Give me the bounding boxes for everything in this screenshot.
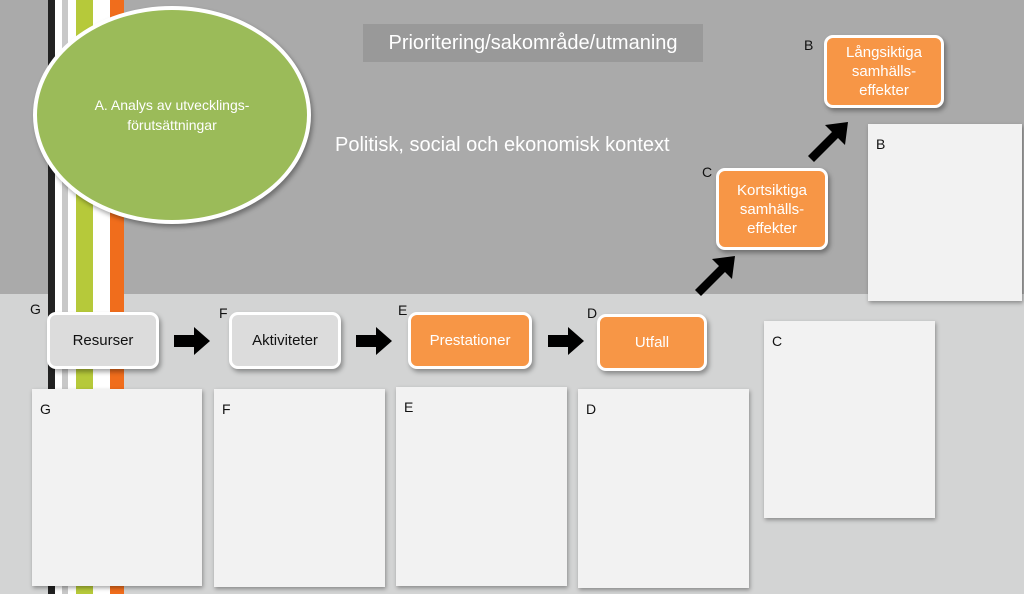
analysis-label: A. Analys av utvecklings-förutsättningar: [94, 97, 250, 133]
arrow-right-icon: [548, 327, 584, 355]
panel-b: B: [868, 124, 1022, 301]
stripe-white-2: [68, 0, 76, 594]
stripe-gray: [62, 0, 68, 594]
panel-f-label: F: [222, 401, 231, 417]
node-utfall: Utfall: [597, 314, 707, 371]
node-letter-e: E: [398, 302, 408, 318]
panel-g: G: [32, 389, 202, 586]
panel-d-label: D: [586, 401, 597, 417]
arrow-right-icon: [356, 327, 392, 355]
panel-d: D: [578, 389, 749, 588]
node-letter-d: D: [587, 305, 598, 321]
context-label: Politisk, social och ekonomisk kontext: [335, 134, 670, 156]
node-prestationer: Prestationer: [408, 312, 532, 369]
stripe-white-1: [55, 0, 62, 594]
arrow-diagonal-icon: [695, 256, 735, 296]
node-letter-g: G: [30, 301, 41, 317]
panel-f: F: [214, 389, 385, 587]
node-kortsiktiga-label: Kortsiktiga samhälls-effekter: [736, 181, 808, 237]
node-resurser: Resurser: [47, 312, 159, 369]
panel-g-label: G: [40, 401, 51, 417]
node-langsiktiga: Långsiktiga samhälls-effekter: [824, 35, 944, 108]
node-letter-c: C: [702, 164, 713, 180]
panel-b-label: B: [876, 136, 886, 152]
node-utfall-label: Utfall: [634, 334, 670, 351]
node-aktiviteter: Aktiviteter: [229, 312, 341, 369]
diagram-title: Prioritering/sakområde/utmaning: [363, 24, 703, 62]
node-aktiviteter-label: Aktiviteter: [252, 332, 318, 349]
panel-c-label: C: [772, 333, 783, 349]
node-kortsiktiga: Kortsiktiga samhälls-effekter: [716, 168, 828, 250]
panel-e-label: E: [404, 399, 414, 415]
panel-e: E: [396, 387, 567, 586]
stripe-black: [48, 0, 55, 594]
node-prestationer-label: Prestationer: [429, 332, 511, 349]
node-letter-b: B: [804, 37, 814, 53]
arrow-right-icon: [174, 327, 210, 355]
node-letter-f: F: [219, 305, 228, 321]
analysis-ellipse: A. Analys av utvecklings-förutsättningar: [33, 6, 311, 224]
arrow-diagonal-icon: [808, 122, 848, 162]
node-langsiktiga-label: Långsiktiga samhälls-effekter: [846, 44, 922, 99]
node-resurser-label: Resurser: [72, 332, 134, 349]
panel-c: C: [764, 321, 935, 518]
